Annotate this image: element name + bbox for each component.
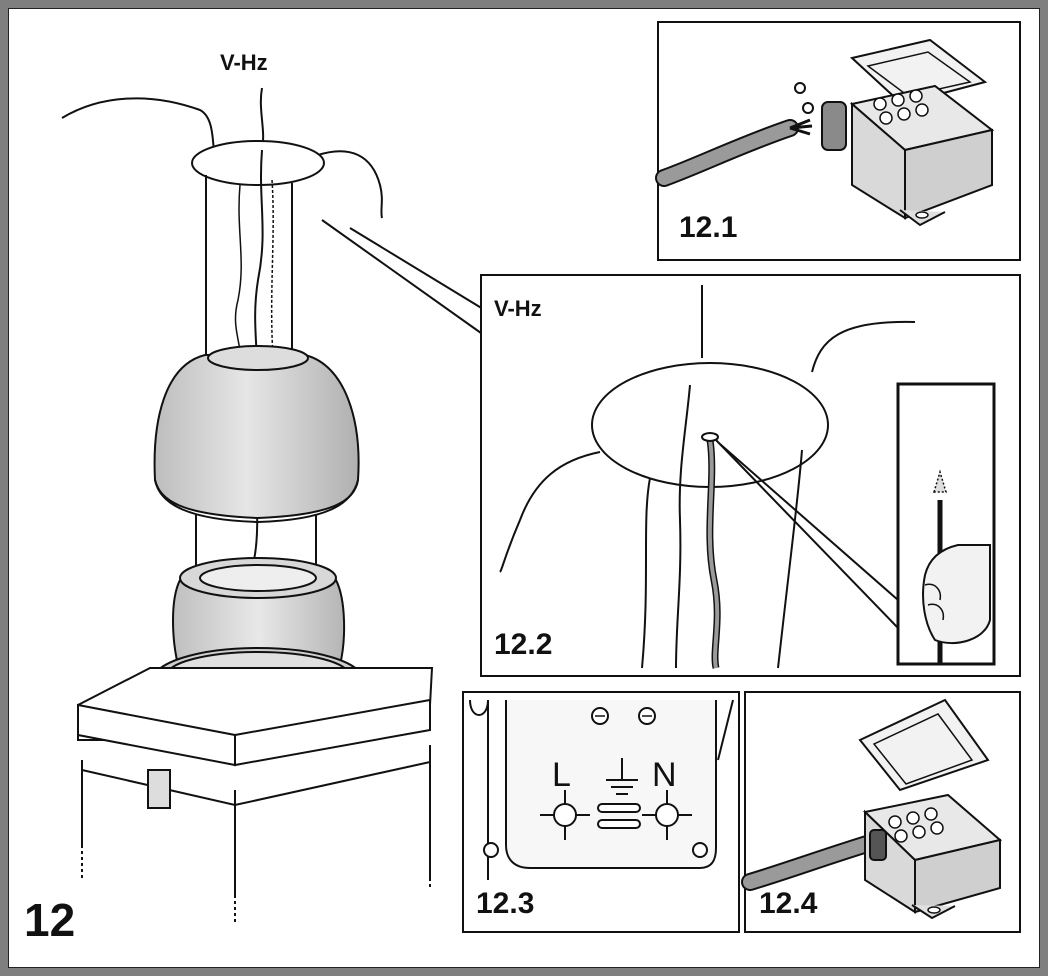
earth-bar — [597, 819, 641, 829]
figure-border — [8, 8, 1040, 968]
panel-12-1 — [655, 21, 1021, 261]
earth-bar — [597, 803, 641, 813]
cable-clamp — [869, 829, 887, 861]
terminal-label-l: L — [552, 756, 571, 794]
hood-top-opening — [207, 345, 309, 371]
ceiling-wire-right — [317, 150, 383, 219]
panel-12-2 — [480, 274, 1021, 677]
terminal-label-n: N — [652, 756, 677, 794]
main-assembly — [61, 87, 489, 925]
terminal-l — [540, 790, 590, 840]
supply-cable — [657, 121, 797, 185]
earth-symbol-icon — [606, 758, 638, 795]
screw-icon — [802, 102, 814, 114]
panel-12-4 — [741, 691, 1021, 933]
step-label-12-2: 12.2 — [494, 628, 553, 661]
panel-12-3 — [462, 691, 740, 933]
terminal-plate — [505, 700, 717, 869]
step-label-12-4: 12.4 — [759, 887, 818, 920]
ceiling-hole — [191, 140, 325, 186]
ceiling-wire — [61, 97, 216, 159]
step-label-12-3: 12.3 — [476, 887, 535, 920]
hood-dome — [153, 354, 360, 520]
supply-label: V-Hz — [220, 50, 268, 75]
figure-number: 12 — [24, 894, 76, 946]
supply-cable — [707, 439, 720, 669]
arrow-up-icon — [932, 469, 948, 493]
supply-cable — [743, 833, 887, 889]
step-label-12-1: 12.1 — [679, 211, 738, 244]
terminal-n — [642, 790, 692, 840]
terminal-block — [873, 89, 929, 125]
junction-box-lid — [849, 38, 988, 106]
cable-clamp — [821, 101, 847, 151]
supply-label-12-2: V-Hz — [494, 296, 542, 321]
terminal-block — [888, 807, 944, 843]
hand-icon — [922, 544, 991, 645]
screw-icon — [794, 82, 806, 94]
